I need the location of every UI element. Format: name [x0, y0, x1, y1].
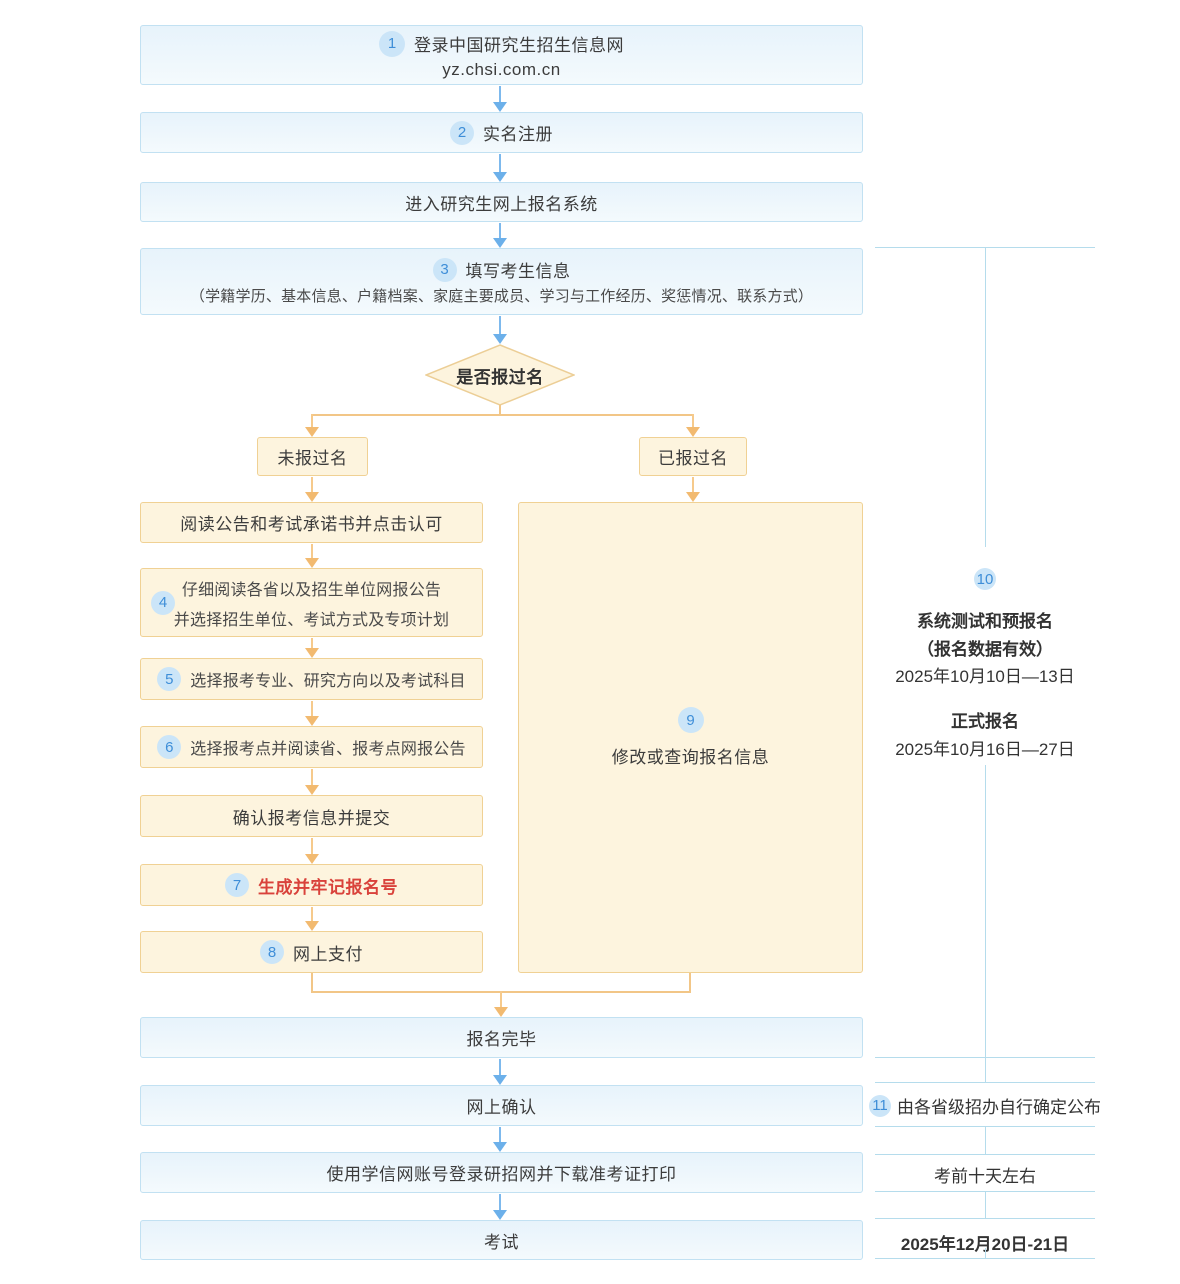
exam-label: 考试 — [484, 1232, 519, 1252]
step-7-badge: 7 — [225, 873, 249, 897]
branch-no-label: 未报过名 — [277, 449, 348, 468]
step-9-label: 修改或查询报名信息 — [611, 748, 770, 767]
step-3-label: 填写考生信息 — [465, 262, 571, 281]
arrow-down — [311, 769, 313, 785]
arrow-down — [311, 477, 313, 492]
branch-registered: 已报过名 — [639, 437, 747, 476]
step-2-badge: 2 — [450, 120, 474, 145]
sidebar-line — [985, 1057, 986, 1082]
arrow-down — [311, 838, 313, 854]
arrow-down — [499, 1127, 501, 1142]
connector-line — [311, 414, 693, 416]
flow-step-choose-major: 5 选择报考专业、研究方向以及考试科目 — [140, 658, 483, 700]
arrow-down — [500, 991, 502, 1007]
step-7-label: 生成并牢记报名号 — [258, 877, 398, 897]
formal-registration-title: 正式报名 — [951, 712, 1019, 731]
site-url: yz.chsi.com.cn — [442, 59, 561, 79]
flow-download-ticket: 使用学信网账号登录研招网并下载准考证打印 — [140, 1152, 863, 1193]
step-1-label: 登录中国研究生招生信息网 — [414, 36, 624, 55]
flow-confirm-submit: 确认报考信息并提交 — [140, 795, 483, 837]
branch-yes-label: 已报过名 — [658, 449, 728, 468]
sidebar-line — [875, 1082, 1095, 1083]
arrow-down — [311, 414, 313, 427]
flow-step-choose-unit: 4 仔细阅读各省以及招生单位网报公告 并选择招生单位、考试方式及专项计划 — [140, 568, 483, 637]
flow-step-login: 1 登录中国研究生招生信息网 yz.chsi.com.cn — [140, 25, 863, 85]
enter-system-label: 进入研究生网上报名系统 — [405, 194, 598, 214]
confirm-time-label: 考前十天左右 — [934, 1167, 1036, 1186]
flow-step-remember-number: 7 生成并牢记报名号 — [140, 864, 483, 906]
step-9-badge: 9 — [677, 707, 704, 733]
complete-label: 报名完毕 — [466, 1030, 537, 1049]
sidebar-line — [985, 1191, 986, 1218]
step-4-line1: 仔细阅读各省以及招生单位网报公告 — [181, 581, 442, 599]
sidebar-step-11: 11 由各省级招办自行确定公布 — [869, 1093, 1101, 1118]
step-3-badge: 3 — [432, 257, 457, 282]
step-4-badge: 4 — [151, 590, 175, 615]
arrow-down — [499, 1059, 501, 1075]
connector-line — [499, 405, 501, 415]
step-6-label: 选择报考点并阅读省、报考点网报公告 — [190, 741, 466, 758]
pre-registration-note: （报名数据有效） — [917, 640, 1053, 659]
arrow-down — [311, 701, 313, 716]
step-11-label: 由各省级招办自行确定公布 — [897, 1098, 1101, 1117]
sidebar-line — [985, 1248, 986, 1258]
flow-step-pay-online: 8 网上支付 — [140, 931, 483, 973]
step-1-badge: 1 — [379, 30, 405, 57]
step-6-badge: 6 — [157, 735, 182, 759]
step-3-detail: （学籍学历、基本信息、户籍档案、家庭主要成员、学习与工作经历、奖惩情况、联系方式… — [189, 288, 814, 305]
step-2-label: 实名注册 — [483, 125, 553, 144]
read-notice-label: 阅读公告和考试承诺书并点击认可 — [180, 515, 443, 534]
connector-line — [689, 973, 691, 992]
arrow-down — [499, 1194, 501, 1210]
arrow-down — [499, 86, 501, 102]
exam-date-label: 2025年12月20日-21日 — [900, 1235, 1070, 1254]
flow-step-register: 2 实名注册 — [140, 112, 863, 153]
arrow-down — [311, 638, 313, 648]
step-8-label: 网上支付 — [293, 944, 363, 964]
step-5-badge: 5 — [157, 667, 182, 691]
sidebar-line — [985, 247, 986, 547]
flow-complete: 报名完毕 — [140, 1017, 863, 1058]
pre-registration-date: 2025年10月10日—13日 — [895, 667, 1075, 686]
arrow-down — [499, 154, 501, 172]
flow-step-choose-site: 6 选择报考点并阅读省、报考点网报公告 — [140, 726, 483, 768]
step-11-badge: 11 — [869, 1094, 891, 1117]
step-10-badge: 10 — [974, 568, 996, 590]
confirm-submit-label: 确认报考信息并提交 — [232, 808, 391, 828]
arrow-down — [499, 223, 501, 238]
step-8-badge: 8 — [260, 940, 284, 964]
sidebar-line — [985, 1126, 986, 1154]
arrow-down — [692, 414, 694, 427]
sidebar-line — [875, 1218, 1095, 1219]
step-4-line2: 并选择招生单位、考试方式及专项计划 — [173, 611, 450, 629]
sidebar-line — [875, 1258, 1095, 1259]
sidebar-line — [985, 765, 986, 1057]
formal-registration-date: 2025年10月16日—27日 — [895, 740, 1075, 759]
arrow-down — [692, 477, 694, 492]
download-ticket-label: 使用学信网账号登录研招网并下载准考证打印 — [326, 1165, 677, 1184]
arrow-down — [311, 907, 313, 921]
flow-step-modify-query: 9 修改或查询报名信息 — [518, 502, 863, 973]
online-confirm-label: 网上确认 — [466, 1098, 537, 1117]
connector-line — [311, 973, 313, 992]
flow-step-fill-info: 3 填写考生信息 （学籍学历、基本信息、户籍档案、家庭主要成员、学习与工作经历、… — [140, 248, 863, 315]
pre-registration-title: 系统测试和预报名 — [917, 612, 1053, 631]
arrow-down — [499, 316, 501, 334]
step-5-label: 选择报考专业、研究方向以及考试科目 — [190, 673, 466, 690]
flow-step-enter-system: 进入研究生网上报名系统 — [140, 182, 863, 222]
branch-not-registered: 未报过名 — [257, 437, 368, 476]
flow-read-notice: 阅读公告和考试承诺书并点击认可 — [140, 502, 483, 543]
sidebar-line — [875, 1154, 1095, 1155]
flow-online-confirm: 网上确认 — [140, 1085, 863, 1126]
flow-exam: 考试 — [140, 1220, 863, 1260]
decision-label: 是否报过名 — [456, 367, 544, 387]
arrow-down — [311, 544, 313, 558]
decision-diamond: 是否报过名 — [424, 344, 576, 406]
